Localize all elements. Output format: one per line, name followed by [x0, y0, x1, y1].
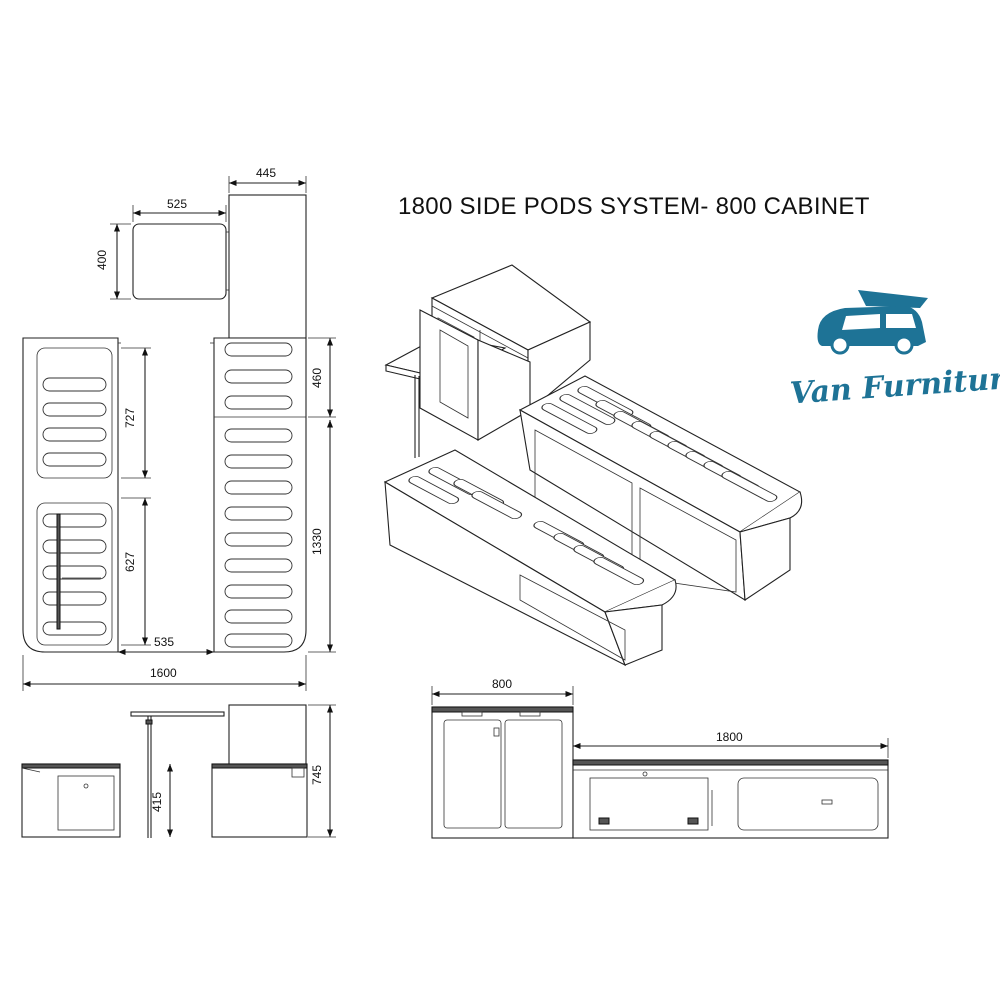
cabinet-front-elevation: [431, 706, 574, 839]
right-slats: [214, 342, 306, 648]
campervan-icon: [817, 290, 928, 355]
end-elevations: 415 745: [21, 704, 336, 838]
left-pod-end: [21, 763, 121, 838]
dimension-label-1600: 1600: [150, 666, 177, 680]
brand-wordmark: Van Furniture: [789, 360, 1000, 411]
right-pod-end: [211, 763, 308, 838]
cabinet-side-elevation: [228, 704, 307, 767]
iso-back-pod-slats: [541, 386, 778, 502]
dimension-label-627: 627: [123, 552, 137, 572]
dimension-label-1800: 1800: [716, 730, 743, 744]
drawing-title: 1800 SIDE PODS SYSTEM- 800 CABINET: [398, 193, 870, 220]
pods-front-elevation: [572, 759, 889, 839]
dimension-label-727: 727: [123, 408, 137, 428]
dimension-label-415: 415: [150, 792, 164, 812]
right-pod-plan: [213, 337, 307, 653]
lower-slats: [42, 513, 107, 636]
isometric-view: [383, 264, 803, 667]
front-elevation: 800 1800: [431, 677, 889, 839]
dimension-label-445: 445: [256, 166, 276, 180]
iso-front-pod-slats: [408, 467, 645, 586]
cabinet-top-plan: [228, 194, 307, 339]
dimension-label-400: 400: [95, 250, 109, 270]
dimension-label-745: 745: [310, 765, 324, 785]
upper-slats: [42, 377, 107, 467]
dimension-label-800: 800: [492, 677, 512, 691]
plan-view: 525 400 445: [22, 166, 336, 691]
dimension-label-535: 535: [154, 635, 174, 649]
table-leg-elevation: [130, 711, 225, 717]
brand-logo: Van Furniture: [789, 290, 1000, 412]
dimension-label-1330: 1330: [310, 528, 324, 555]
table-top-plan: [132, 223, 227, 300]
dimension-label-525: 525: [167, 197, 187, 211]
dimension-label-460: 460: [310, 368, 324, 388]
